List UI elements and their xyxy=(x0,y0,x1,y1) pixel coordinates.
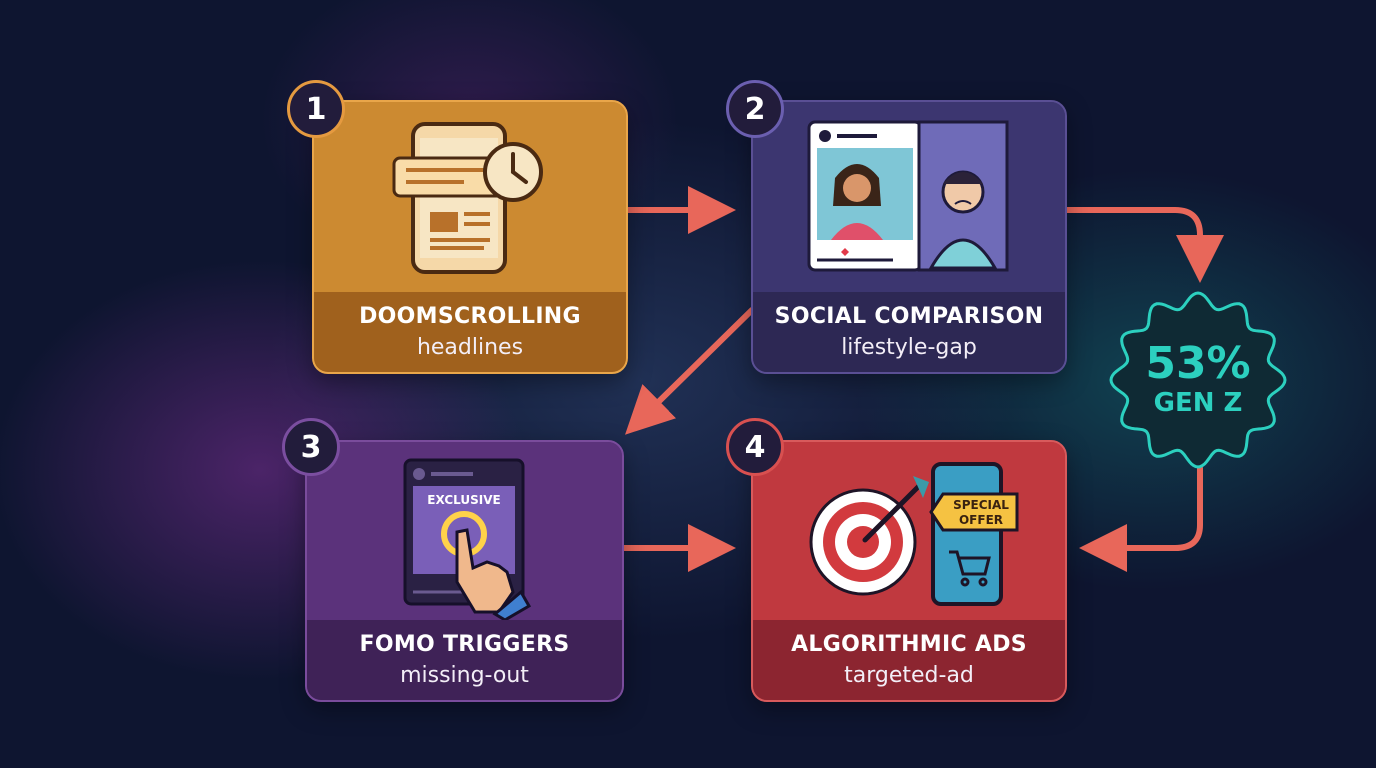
step-2-number: 2 xyxy=(726,80,784,138)
phone-news-icon xyxy=(392,122,507,274)
step-3-number: 3 xyxy=(282,418,340,476)
clock-icon xyxy=(483,142,543,202)
price-tag-icon: SPECIAL OFFER xyxy=(929,492,1019,532)
tap-hand-icon xyxy=(455,528,532,622)
step-1-number: 1 xyxy=(287,80,345,138)
arrow-2-to-3 xyxy=(625,307,755,435)
exclusive-label: EXCLUSIVE xyxy=(427,493,500,507)
step-card-social-comparison: SOCIAL COMPARISON lifestyle-gap xyxy=(751,100,1067,374)
step-4-subtitle: targeted-ad xyxy=(844,663,974,688)
step-3-title: FOMO TRIGGERS xyxy=(359,632,570,657)
offer-label: OFFER xyxy=(959,513,1003,527)
step-1-title: DOOMSCROLLING xyxy=(359,304,581,329)
step-4-caption: ALGORITHMIC ADS targeted-ad xyxy=(753,620,1065,700)
step-2-subtitle: lifestyle-gap xyxy=(841,335,977,360)
step-4-illustration: SPECIAL OFFER xyxy=(753,442,1065,620)
step-1-caption: DOOMSCROLLING headlines xyxy=(314,292,626,372)
step-4-number: 4 xyxy=(726,418,784,476)
arrow-2-to-badge xyxy=(1063,207,1224,283)
step-card-doomscrolling: DOOMSCROLLING headlines xyxy=(312,100,628,374)
arrow-badge-to-4 xyxy=(1079,465,1203,572)
step-2-title: SOCIAL COMPARISON xyxy=(774,304,1044,329)
social-post-icon xyxy=(807,120,923,272)
step-3-subtitle: missing-out xyxy=(400,663,529,688)
step-card-algorithmic-ads: SPECIAL OFFER ALGORITHMIC ADS targeted-a… xyxy=(751,440,1067,702)
step-card-fomo-triggers: EXCLUSIVE FOMO TRIGGERS missing-out xyxy=(305,440,624,702)
sad-person-icon xyxy=(917,120,1009,272)
step-4-title: ALGORITHMIC ADS xyxy=(791,632,1027,657)
step-1-subtitle: headlines xyxy=(416,335,524,360)
step-1-illustration xyxy=(314,102,626,292)
special-label: SPECIAL xyxy=(953,498,1009,512)
step-2-caption: SOCIAL COMPARISON lifestyle-gap xyxy=(753,292,1065,372)
step-2-illustration xyxy=(753,102,1065,292)
step-3-illustration: EXCLUSIVE xyxy=(307,442,622,622)
gen-z-badge-text: 53% GEN Z xyxy=(1110,338,1286,419)
badge-value: 53% xyxy=(1145,338,1251,389)
shopping-cart-icon xyxy=(949,550,991,587)
badge-label: GEN Z xyxy=(1153,388,1243,418)
step-3-caption: FOMO TRIGGERS missing-out xyxy=(307,620,622,700)
dart-icon xyxy=(862,476,929,543)
